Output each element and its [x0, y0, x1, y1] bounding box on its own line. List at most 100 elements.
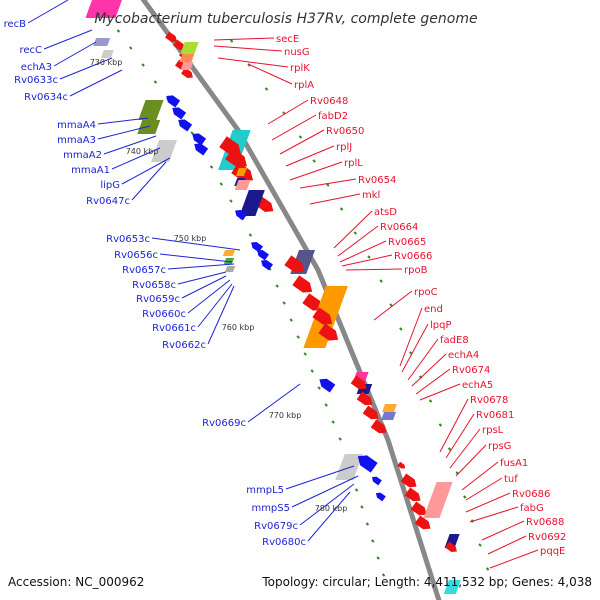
forward-gene-arrow	[410, 501, 427, 516]
gene-block	[151, 140, 178, 162]
forward-gene-arrow	[400, 473, 417, 488]
gene-label-rpsl[interactable]: rpsL	[482, 425, 504, 436]
gene-block	[382, 404, 397, 412]
gene-label-recb[interactable]: recB	[4, 19, 27, 30]
gene-label-sece[interactable]: secE	[276, 34, 299, 45]
leader-line	[181, 275, 227, 299]
forward-gene-arrow	[312, 307, 333, 325]
gene-label-pqqe[interactable]: pqqE	[540, 546, 565, 557]
gene-label-rv0658c[interactable]: Rv0658c	[132, 280, 176, 291]
leader-line	[489, 549, 539, 569]
gene-label-fusa1[interactable]: fusA1	[500, 458, 528, 469]
leader-line	[97, 117, 149, 125]
scale-tick-mark	[248, 233, 253, 237]
gene-label-fade8[interactable]: fadE8	[440, 335, 469, 346]
leader-line	[247, 383, 301, 423]
gene-label-rv0657c[interactable]: Rv0657c	[122, 265, 166, 276]
scale-label-750-kbp: 750 kbp	[174, 234, 207, 243]
gene-label-rv0681[interactable]: Rv0681	[476, 410, 514, 421]
gene-label-mmpl5[interactable]: mmpL5	[246, 485, 284, 496]
gene-label-mmaa4[interactable]: mmaA4	[57, 120, 96, 131]
reverse-gene-arrow	[166, 95, 181, 108]
gene-label-rv0686[interactable]: Rv0686	[512, 489, 550, 500]
gene-block	[225, 266, 236, 272]
gene-label-echa3[interactable]: echA3	[21, 62, 52, 73]
gene-label-rv0680c[interactable]: Rv0680c	[262, 537, 306, 548]
gene-label-rv0659c[interactable]: Rv0659c	[136, 294, 180, 305]
leader-line	[159, 253, 233, 263]
gene-features	[85, 0, 461, 594]
reverse-gene-arrow	[357, 455, 378, 473]
gene-label-rv0666[interactable]: Rv0666	[394, 251, 432, 262]
leader-line	[411, 353, 447, 387]
leader-line	[309, 193, 361, 205]
scale-tick-mark	[303, 352, 307, 356]
gene-label-rv0664[interactable]: Rv0664	[380, 222, 418, 233]
gene-label-rv0654[interactable]: Rv0654	[358, 175, 396, 186]
gene-label-echa5[interactable]: echA5	[462, 380, 493, 391]
gene-label-rv0688[interactable]: Rv0688	[526, 517, 564, 528]
gene-label-rv0678[interactable]: Rv0678	[470, 395, 508, 406]
gene-label-rv0647c[interactable]: Rv0647c	[86, 196, 130, 207]
gene-label-fabg[interactable]: fabG	[520, 503, 544, 514]
gene-label-rv0662c[interactable]: Rv0662c	[162, 340, 206, 351]
gene-label-rv0692[interactable]: Rv0692	[528, 532, 566, 543]
leader-line	[177, 271, 227, 285]
gene-block	[335, 454, 363, 480]
gene-label-rv0660c[interactable]: Rv0660c	[142, 309, 186, 320]
leader-line	[339, 240, 387, 263]
leader-line	[445, 413, 475, 459]
gene-label-rv0669c[interactable]: Rv0669c	[202, 418, 246, 429]
reverse-gene-arrow	[371, 476, 382, 486]
gene-label-rv0633c[interactable]: Rv0633c	[14, 75, 58, 86]
scale-tick-mark	[428, 399, 433, 403]
scale-tick-mark	[353, 231, 357, 235]
leader-line	[69, 69, 123, 97]
forward-gene-arrow	[404, 487, 421, 502]
gene-label-rv0661c[interactable]: Rv0661c	[152, 323, 196, 334]
leader-line	[289, 161, 343, 181]
gene-label-rpll[interactable]: rplL	[344, 158, 363, 169]
gene-label-rv0665[interactable]: Rv0665	[388, 237, 426, 248]
gene-block	[223, 258, 235, 264]
gene-label-rv0679c[interactable]: Rv0679c	[254, 521, 298, 532]
gene-label-echa4[interactable]: echA4	[448, 350, 479, 361]
gene-label-end[interactable]: end	[424, 304, 443, 315]
forward-gene-arrow	[181, 67, 193, 78]
gene-label-recc[interactable]: recC	[19, 45, 42, 56]
gene-label-rv0653c[interactable]: Rv0653c	[106, 234, 150, 245]
gene-label-mkl[interactable]: mkl	[362, 190, 380, 201]
gene-label-lipg[interactable]: lipG	[100, 180, 120, 191]
gene-label-rpoc[interactable]: rpoC	[414, 287, 438, 298]
gene-label-fabd2[interactable]: fabD2	[318, 111, 348, 122]
gene-label-rpla[interactable]: rplA	[294, 80, 314, 91]
gene-label-tuf[interactable]: tuf	[504, 474, 518, 485]
gene-label-rplk[interactable]: rplK	[290, 63, 310, 74]
gene-label-atsd[interactable]: atsD	[374, 207, 397, 218]
scale-tick-mark	[264, 87, 269, 91]
scale-tick-mark	[371, 539, 375, 543]
gene-label-rpsg[interactable]: rpsG	[488, 441, 511, 452]
gene-label-mmps5[interactable]: mmpS5	[251, 503, 290, 514]
leader-line	[121, 157, 171, 185]
leader-line	[419, 383, 461, 401]
scale-label-760-kbp: 760 kbp	[222, 323, 255, 332]
gene-label-mmaa3[interactable]: mmaA3	[57, 135, 96, 146]
gene-label-rv0674[interactable]: Rv0674	[452, 365, 490, 376]
gene-label-rv0650[interactable]: Rv0650	[326, 126, 364, 137]
gene-block	[180, 42, 199, 54]
gene-label-mmaa2[interactable]: mmaA2	[63, 150, 102, 161]
gene-label-rv0648[interactable]: Rv0648	[310, 96, 348, 107]
gene-label-rv0656c[interactable]: Rv0656c	[114, 250, 158, 261]
gene-label-rpob[interactable]: rpoB	[404, 265, 428, 276]
gene-label-mmaa1[interactable]: mmaA1	[71, 165, 110, 176]
leader-line	[399, 307, 423, 367]
gene-label-rv0634c[interactable]: Rv0634c	[24, 92, 68, 103]
gene-label-nusg[interactable]: nusG	[284, 47, 310, 58]
gene-label-lpqp[interactable]: lpqP	[430, 320, 452, 331]
gene-label-rplj[interactable]: rplJ	[336, 142, 352, 153]
gene-block	[234, 180, 251, 190]
forward-gene-arrow	[414, 515, 431, 530]
leader-line	[59, 57, 113, 80]
